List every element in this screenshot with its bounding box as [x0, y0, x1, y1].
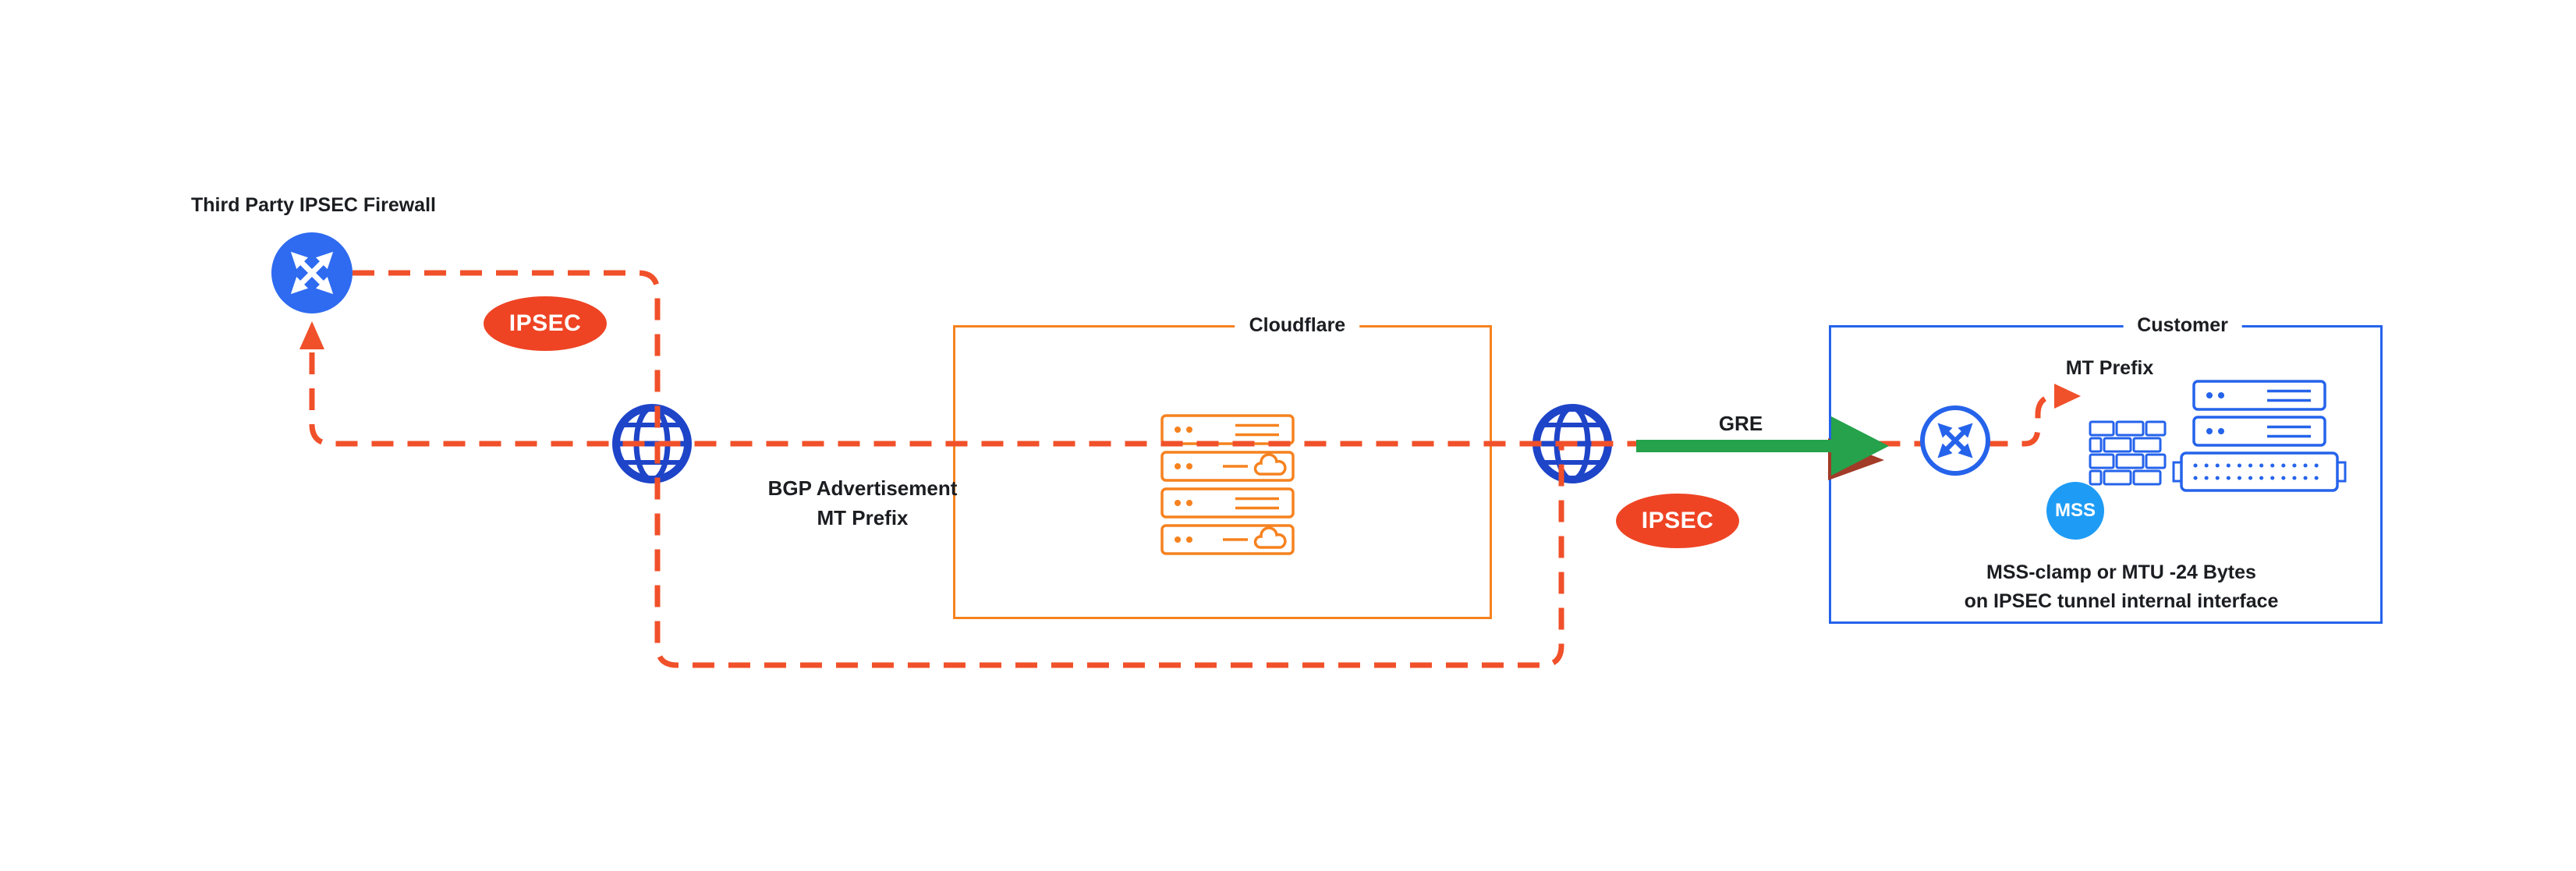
- right-arrow-icon: [2054, 384, 2081, 409]
- router-icon-customer: [1920, 405, 1990, 476]
- customer-box-label: Customer: [2123, 314, 2242, 337]
- ipsec-badge-right: IPSEC: [1616, 494, 1739, 548]
- server-icon: [1160, 414, 1295, 445]
- router-icon-third-party-firewall: [271, 232, 353, 313]
- mss-badge: MSS: [2046, 482, 2104, 540]
- third-party-firewall-label: Third Party IPSEC Firewall: [191, 194, 436, 216]
- ipsec-tunnel-path-top: [353, 270, 1564, 668]
- customer-server-stack: [2172, 380, 2347, 492]
- server-chassis-icon: [2172, 451, 2347, 492]
- ipsec-badge-left: IPSEC: [484, 296, 607, 351]
- server-icon: [2192, 380, 2326, 411]
- cloudflare-box: Cloudflare: [953, 314, 1492, 619]
- ipsec-tunnel-path-main: [309, 352, 2060, 447]
- server-cloud-icon: [1160, 451, 1295, 482]
- bgp-advertisement-line1: BGP Advertisement: [767, 476, 958, 500]
- server-icon: [2192, 416, 2326, 447]
- cloudflare-server-stack: [1160, 414, 1295, 555]
- mss-clamp-note-line2: on IPSEC tunnel internal interface: [1964, 590, 2279, 612]
- cloudflare-box-label: Cloudflare: [1235, 314, 1360, 337]
- mt-prefix-label: MT Prefix: [2065, 357, 2154, 379]
- mss-clamp-note: MSS-clamp or MTU -24 Bytes on IPSEC tunn…: [1872, 558, 2371, 616]
- gre-arrow-icon: [1636, 416, 1889, 476]
- firewall-icon: [2089, 420, 2167, 486]
- up-arrow-icon: [299, 321, 324, 349]
- bgp-advertisement-line2: MT Prefix: [817, 506, 909, 529]
- mss-clamp-note-line1: MSS-clamp or MTU -24 Bytes: [1986, 561, 2256, 583]
- gre-label: GRE: [1718, 412, 1763, 435]
- server-cloud-icon: [1160, 524, 1295, 555]
- server-icon: [1160, 487, 1295, 519]
- bgp-advertisement-label: BGP Advertisement MT Prefix: [707, 473, 1019, 533]
